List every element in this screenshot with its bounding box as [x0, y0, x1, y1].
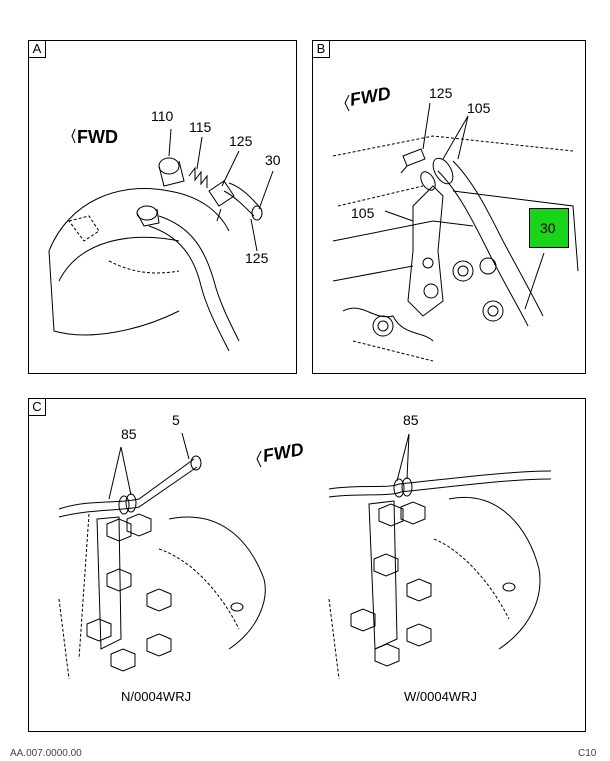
callout-110: 110 [151, 108, 174, 124]
panel-a: A FWD 110 115 125 30 1 [28, 40, 297, 374]
callout-105-top: 105 [467, 100, 491, 116]
panel-a-illustration [48, 128, 274, 352]
panel-c: C [28, 398, 586, 732]
callout-30-highlight[interactable] [529, 208, 569, 248]
callout-30: 30 [265, 152, 281, 168]
footer-right: C10 [578, 748, 597, 759]
callout-125-top: 125 [229, 133, 253, 149]
panel-b-illustration [332, 94, 579, 362]
panel-b-label: B [313, 41, 330, 58]
callout-115: 115 [189, 119, 212, 135]
callout-85-left: 85 [121, 426, 137, 442]
caption-left: N/0004WRJ [121, 689, 192, 704]
panel-a-label: A [29, 41, 46, 58]
panel-c-label: C [29, 399, 46, 416]
footer-left: AA.007.0000.00 [10, 748, 82, 759]
panel-c-illustration [58, 432, 552, 680]
callout-30: 30 [540, 220, 556, 236]
callout-85-right: 85 [403, 412, 419, 428]
panel-b: B FWD 1 [312, 40, 586, 374]
callout-105-left: 105 [351, 205, 375, 221]
callout-5: 5 [172, 412, 180, 428]
fwd-indicator-a: FWD [77, 127, 118, 147]
callout-125-bottom: 125 [245, 250, 269, 266]
callout-125: 125 [429, 85, 453, 101]
caption-right: W/0004WRJ [404, 689, 477, 704]
